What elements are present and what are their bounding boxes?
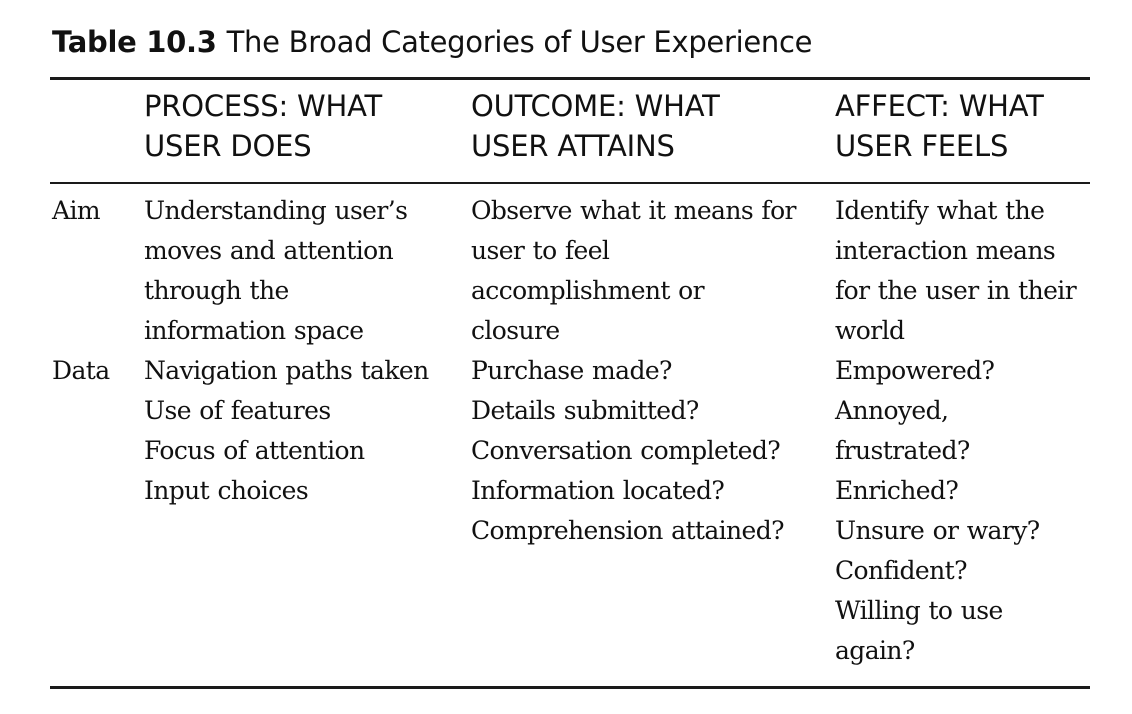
cell-line: Understanding user’s — [144, 196, 408, 225]
cell-line: Identify what the — [835, 196, 1045, 225]
row-label-text: Aim — [52, 196, 101, 225]
cell-line: Unsure or wary? — [835, 516, 1040, 545]
data-affect-cell: Empowered? Annoyed, frustrated? Enriched… — [835, 351, 1040, 671]
row-label-data: Data — [52, 351, 110, 391]
cell-line: Focus of attention — [144, 436, 365, 465]
cell-line: Comprehension attained? — [471, 516, 785, 545]
cell-line: frustrated? — [835, 436, 970, 465]
bottom-rule — [50, 686, 1090, 689]
cell-line: user to feel — [471, 236, 610, 265]
column-header-outcome: OUTCOME: WHAT USER ATTAINS — [471, 86, 720, 166]
row-label-aim: Aim — [52, 191, 101, 231]
cell-line: Conversation completed? — [471, 436, 781, 465]
header-line: AFFECT: WHAT — [835, 89, 1044, 123]
cell-line: through the — [144, 276, 289, 305]
data-outcome-cell: Purchase made? Details submitted? Conver… — [471, 351, 785, 551]
top-rule — [50, 77, 1090, 80]
cell-line: accomplishment or — [471, 276, 705, 305]
cell-line: Observe what it means for — [471, 196, 796, 225]
cell-line: Information located? — [471, 476, 725, 505]
aim-outcome-cell: Observe what it means for user to feel a… — [471, 191, 796, 351]
header-line: USER DOES — [144, 129, 312, 163]
table-number: Table 10.3 — [52, 25, 217, 59]
cell-line: interaction means — [835, 236, 1056, 265]
cell-line: for the user in their — [835, 276, 1077, 305]
cell-line: Input choices — [144, 476, 309, 505]
cell-line: closure — [471, 316, 560, 345]
column-header-affect: AFFECT: WHAT USER FEELS — [835, 86, 1044, 166]
table-title: The Broad Categories of User Experience — [226, 25, 813, 59]
cell-line: Willing to use — [835, 596, 1003, 625]
cell-line: information space — [144, 316, 364, 345]
column-header-process: PROCESS: WHAT USER DOES — [144, 86, 382, 166]
cell-line: Use of features — [144, 396, 331, 425]
header-line: USER FEELS — [835, 129, 1009, 163]
cell-line: Navigation paths taken — [144, 356, 429, 385]
table-caption: Table 10.3 The Broad Categories of User E… — [52, 22, 812, 62]
header-line: OUTCOME: WHAT — [471, 89, 720, 123]
header-line: PROCESS: WHAT — [144, 89, 383, 123]
header-rule — [50, 182, 1090, 184]
header-line: USER ATTAINS — [471, 129, 675, 163]
aim-affect-cell: Identify what the interaction means for … — [835, 191, 1077, 351]
cell-line: Empowered? — [835, 356, 995, 385]
cell-line: Purchase made? — [471, 356, 672, 385]
cell-line: Confident? — [835, 556, 967, 585]
cell-line: world — [835, 316, 905, 345]
row-label-text: Data — [52, 356, 110, 385]
data-process-cell: Navigation paths taken Use of features F… — [144, 351, 429, 511]
cell-line: Details submitted? — [471, 396, 699, 425]
cell-line: moves and attention — [144, 236, 394, 265]
aim-process-cell: Understanding user’s moves and attention… — [144, 191, 408, 351]
cell-line: again? — [835, 636, 915, 665]
cell-line: Enriched? — [835, 476, 959, 505]
cell-line: Annoyed, — [835, 396, 949, 425]
